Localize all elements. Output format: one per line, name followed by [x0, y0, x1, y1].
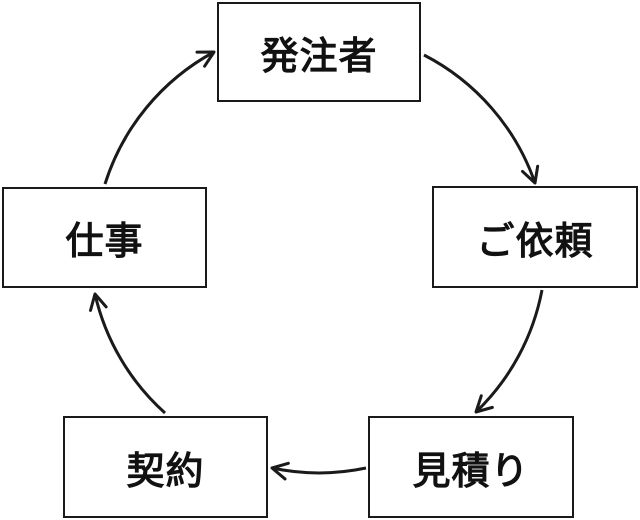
arrow-estimate-to-contract [270, 461, 367, 481]
node-work-label: 仕事 [65, 219, 144, 263]
arrow-contract-to-work [89, 292, 167, 415]
node-estimate: 見積り [368, 416, 574, 518]
node-request: ご依頼 [432, 186, 638, 288]
node-estimate-label: 見積り [412, 448, 530, 493]
node-contract-label: 契約 [126, 448, 205, 493]
node-request-label: ご依頼 [476, 218, 594, 263]
node-client: 発注者 [217, 2, 421, 102]
node-client-label: 発注者 [260, 33, 378, 78]
arrow-client-to-request [423, 53, 540, 185]
node-work: 仕事 [2, 187, 207, 288]
arrow-request-to-estimate [474, 289, 544, 414]
arrow-work-to-client [103, 50, 216, 185]
node-contract: 契約 [63, 416, 268, 518]
